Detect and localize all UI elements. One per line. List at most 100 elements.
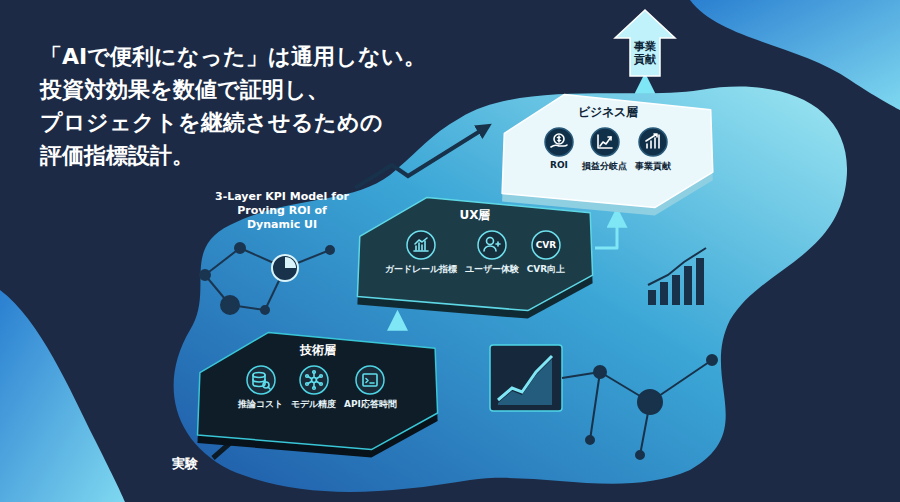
icon-circle: [532, 231, 560, 259]
icon-glyph: [484, 238, 500, 252]
icon-circle: [639, 128, 667, 156]
kpi-label: ROI: [550, 160, 568, 170]
corner-blob: [0, 290, 125, 502]
kpi-label: 事業貢献: [635, 160, 671, 173]
kpi-icon: 推論コスト: [238, 365, 283, 411]
glyph-stroke: [646, 134, 657, 141]
glyph-stroke: [253, 380, 265, 383]
kpi-icon: ガードレール指標: [385, 230, 457, 276]
glyph-stroke: [551, 145, 567, 147]
glyph-stroke: [268, 387, 270, 389]
icon-circle: [356, 366, 384, 394]
glyph-stroke: [598, 135, 612, 148]
layer-platform: UX層ガードレール指標ユーザー体験CVRCVR向上: [355, 195, 595, 313]
icon-row: ガードレール指標ユーザー体験 CVR CVR向上: [385, 230, 566, 276]
icon-circle: [247, 366, 275, 394]
model-caption: 3-Layer KPI Model for Proving ROI of Dyn…: [212, 190, 352, 231]
glyph-stroke: [263, 382, 269, 388]
platform-top: [357, 197, 592, 310]
chart-card: [490, 345, 562, 411]
glyph-stroke: [486, 238, 493, 245]
kpi-icon: API応答時間: [344, 365, 397, 411]
glyph-stroke: [558, 136, 561, 142]
growth-arrow: [355, 128, 485, 188]
icon-glyph: [414, 238, 428, 251]
badge-text: CVR: [531, 230, 561, 260]
layer-heading: 技術層: [300, 342, 336, 359]
icon-badge: [246, 365, 276, 395]
icon-glyph: [363, 374, 377, 386]
platform-content: ビジネス層 ROI 損益分岐点事業貢献: [500, 104, 715, 173]
kpi-label: ガードレール指標: [385, 263, 457, 276]
icon-badge: [406, 230, 436, 260]
layer-connector: [595, 211, 617, 248]
icon-circle: [545, 128, 573, 156]
icon-badge: [544, 127, 574, 157]
icon-symbol: [544, 127, 574, 157]
icon-glyph: [253, 373, 270, 390]
icon-symbol: [477, 230, 507, 260]
icon-glyph: [551, 134, 567, 147]
platform-content: 技術層推論コストモデル精度 API応答時間: [195, 342, 440, 411]
result-arrow: 事業貢献: [615, 10, 675, 76]
diagram-title: 「AIで便利になった」は通用しない。 投資対効果を数値で証明し、 プロジェクトを…: [40, 40, 510, 172]
glyph-stroke: [253, 373, 265, 378]
glyph-stroke: [484, 246, 496, 251]
icon-badge: [299, 365, 329, 395]
kpi-label: ユーザー体験: [465, 263, 519, 276]
glyph-stroke: [305, 383, 308, 386]
icon-circle: [591, 128, 619, 156]
layer-connector: [644, 77, 647, 92]
main-blob: [174, 87, 847, 492]
icon-badge: [477, 230, 507, 260]
kpi-icon: CVR CVR向上: [527, 230, 566, 276]
layer-heading: ビジネス層: [578, 104, 638, 121]
glyph-stroke: [496, 242, 500, 246]
icon-glyph: [305, 371, 322, 390]
icon-glyph: [598, 135, 612, 148]
arrow-text: 事業貢献: [634, 40, 656, 66]
glyph-stroke: [308, 373, 320, 387]
glyph-stroke: [554, 134, 564, 144]
glyph-stroke: [305, 375, 308, 378]
glyph-stroke: [319, 383, 322, 386]
glyph-stroke: [370, 382, 374, 384]
icon-row: ROI 損益分岐点事業貢献: [544, 127, 671, 173]
platform-content: UX層ガードレール指標ユーザー体験CVRCVR向上: [355, 207, 595, 276]
icon-symbol: [355, 365, 385, 395]
icon-symbol: [590, 127, 620, 157]
icon-badge: [590, 127, 620, 157]
arrow-outline: [615, 10, 675, 76]
icon-circle: [300, 366, 328, 394]
layer-platform: 技術層推論コストモデル精度 API応答時間: [195, 330, 440, 452]
kpi-label: 損益分岐点: [582, 160, 627, 173]
icon-symbol: [299, 365, 329, 395]
icon-circle: [478, 231, 506, 259]
glyph-stroke: [608, 137, 611, 140]
glyph-stroke: [366, 379, 368, 383]
kpi-icon: ユーザー体験: [465, 230, 519, 276]
kpi-label: CVR向上: [527, 263, 566, 276]
icon-circle: [407, 231, 435, 259]
glyph-stroke: [600, 137, 611, 146]
icon-badge: CVR: [531, 230, 561, 260]
platform-top: [502, 94, 713, 207]
kpi-label: モデル精度: [291, 398, 336, 411]
kpi-icon: ROI: [544, 127, 574, 170]
glyph-stroke: [363, 374, 377, 386]
start-label: 実験: [172, 455, 212, 473]
icon-symbol: [406, 230, 436, 260]
network-graph: [200, 243, 334, 314]
kpi-icon: モデル精度: [291, 365, 336, 411]
kpi-label: 推論コスト: [238, 398, 283, 411]
kpi-icon: 損益分岐点: [582, 127, 627, 173]
glyph-stroke: [312, 387, 315, 390]
layer-platform: ビジネス層 ROI 損益分岐点事業貢献: [500, 92, 715, 210]
layer-connector: [396, 314, 399, 330]
icon-badge: [355, 365, 385, 395]
icon-symbol: [246, 365, 276, 395]
kpi-icon: 事業貢献: [635, 127, 671, 173]
glyph-stroke: [319, 375, 322, 378]
icon-glyph: [646, 134, 659, 148]
glyph-stroke: [647, 135, 659, 148]
